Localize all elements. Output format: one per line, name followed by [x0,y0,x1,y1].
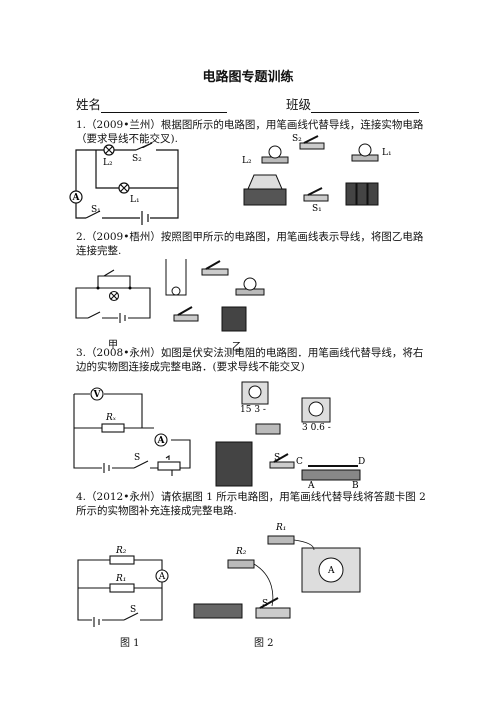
q1-real-components: S₂ L₂ L₁ S₁ [242,134,392,214]
q1-real-s2-label: S₂ [292,134,302,144]
q3-circuit-diagram: V A Rₓ S [73,387,191,476]
question-2: 2.（2009•梧州）按照图甲所示的电路图，用笔画线表示导线，将图乙电路连接完整… [76,231,424,257]
q4-caption-fig1: 图 1 [120,638,140,649]
q4-ammeter-label: A [158,572,166,582]
question-4: 4.（2012•永州）请依据图 1 所示电路图，用笔画线代替导线将答题卡图 2 … [76,491,426,517]
q4-real-s-label: S [262,599,268,609]
q3-meter1-terminals: 15 3 - [240,405,266,415]
q1-real-l1-label: L₁ [382,148,392,158]
q1-ammeter-label: A [72,193,81,203]
q1-circuit-diagram: A L₂ S₂ L₁ S₁ [69,142,179,225]
q2-circuit-diagram [75,269,151,323]
q1-real-s1-label: S₁ [312,204,322,214]
q4-s-label: S [130,605,136,615]
page-title: 电路图专题训练 [202,70,294,85]
q4-caption-fig2: 图 2 [254,638,274,649]
q2-caption-yi: 乙 [232,342,242,353]
q1-l2-label: L₂ [103,158,113,168]
q4-real-a-label: A [327,566,335,576]
question-1: 1.（2009•兰州）根据图所示的电路图，用笔画线代替导线，连接实物电路（要求导… [76,119,424,145]
q4-circuit-diagram: A R₂ R₁ S [77,546,169,628]
q4-real-components: R₁ R₂ S A [193,523,361,619]
q4-real-r2-label: R₂ [235,547,247,557]
name-field[interactable]: 姓名 [76,94,228,113]
q3-meter2-terminals: 3 0.6 - [302,423,331,433]
q3-a-label: A [307,481,315,491]
q3-real-s-label: S [274,453,280,463]
q3-ammeter-label: A [157,436,166,446]
q3-d-label: D [358,457,365,467]
q2-real-components [165,259,265,332]
question-3: 3.（2008•永州）如图是伏安法测电阻的电路图．用笔画线代替导线，将右边的实物… [76,347,424,373]
q1-s2-label: S₂ [132,154,142,164]
q4-r2-label: R₂ [115,546,127,556]
q4-r1-label: R₁ [115,574,126,584]
q1-s1-label: S₁ [91,205,101,215]
q2-caption-jia: 甲 [108,340,118,351]
q3-rx-label: Rₓ [105,413,117,423]
q4-real-r1-label: R₁ [275,523,286,533]
class-label: 班级 [286,97,312,112]
q1-l1-label: L₁ [130,195,140,205]
class-blank[interactable] [311,99,420,113]
name-label: 姓名 [76,97,102,112]
class-field[interactable]: 班级 [286,94,420,113]
q3-b-label: B [352,481,359,491]
q3-real-components: 15 3 - 3 0.6 - S C D A B [215,381,365,491]
q3-c-label: C [296,457,303,467]
q1-real-l2-label: L₂ [242,156,252,166]
name-blank[interactable] [101,99,228,113]
q3-s-label: S [134,453,140,463]
q3-voltmeter-label: V [93,390,102,400]
